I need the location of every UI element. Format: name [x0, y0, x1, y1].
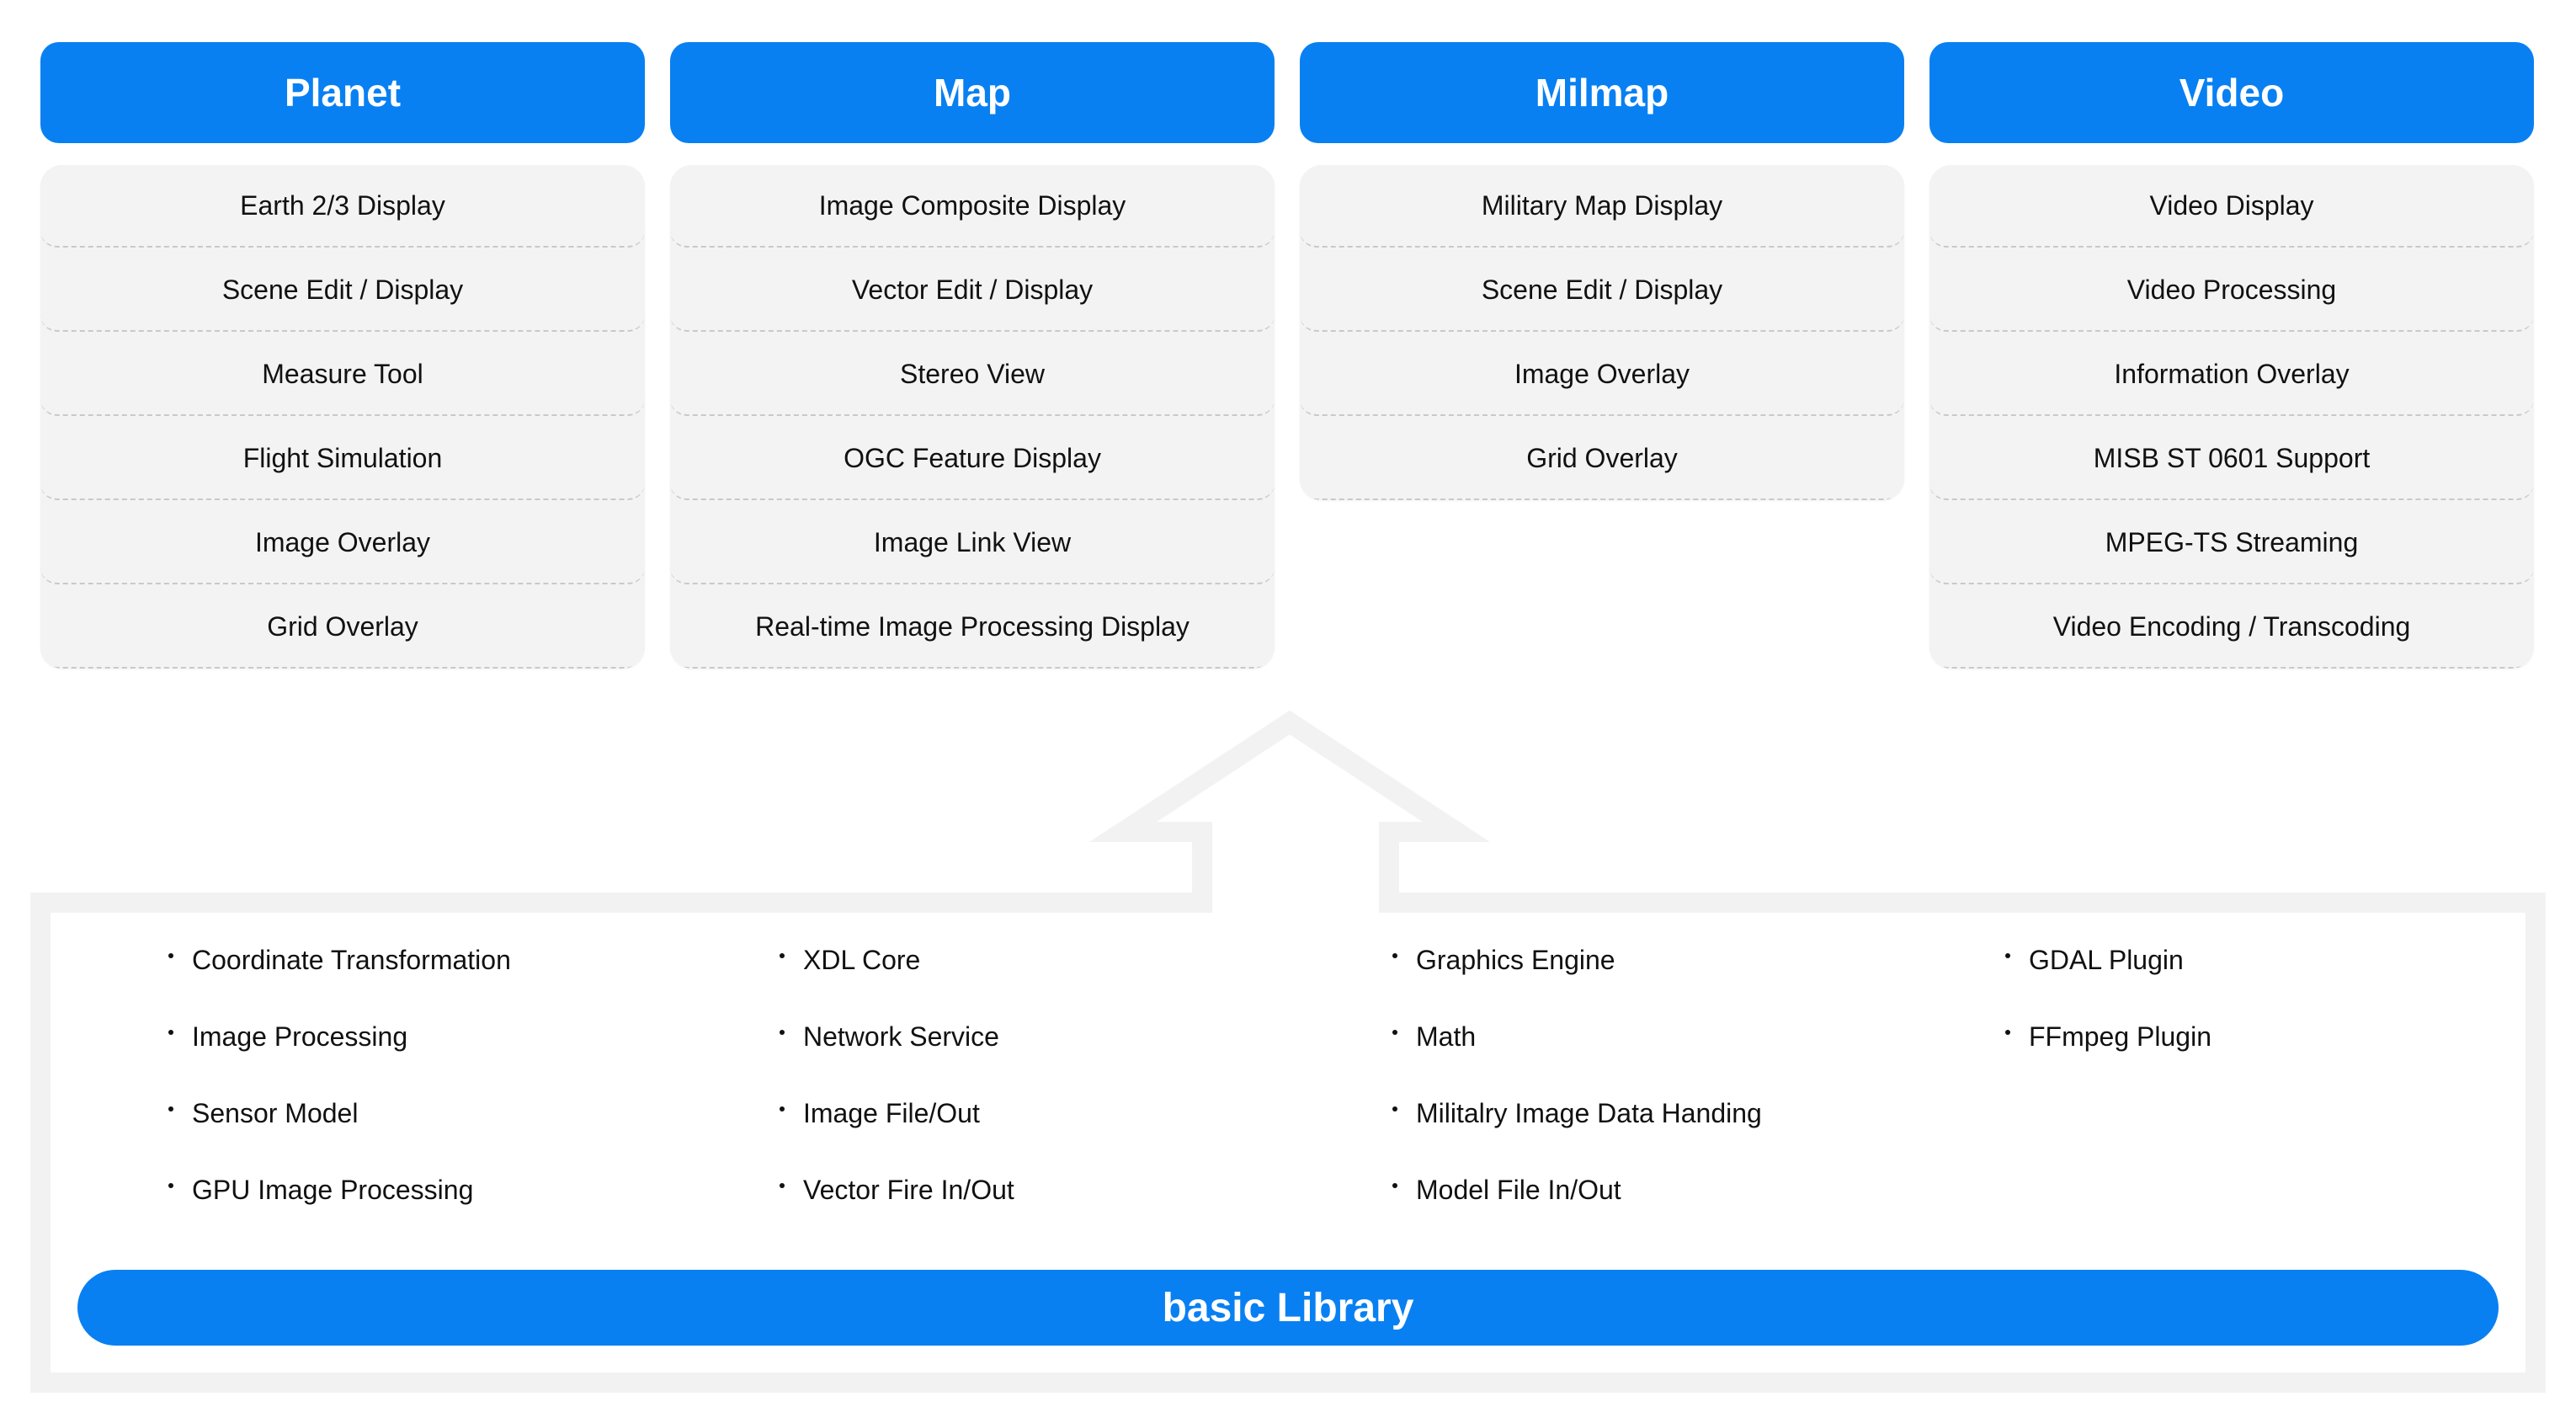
module-milmap: Milmap Military Map Display Scene Edit /…: [1300, 42, 1904, 500]
feature-item: Video Encoding / Transcoding: [1929, 586, 2534, 669]
module-planet: Planet Earth 2/3 Display Scene Edit / Di…: [40, 42, 645, 669]
feature-item: Earth 2/3 Display: [40, 165, 645, 248]
feature-list: Video Display Video Processing Informati…: [1929, 165, 2534, 669]
basic-library-bar: basic Library: [77, 1270, 2499, 1346]
feature-item: Image Composite Display: [670, 165, 1275, 248]
feature-item: Scene Edit / Display: [40, 249, 645, 332]
feature-item: Grid Overlay: [40, 586, 645, 669]
module-title: Planet: [40, 42, 645, 143]
bullet-icon: [168, 1030, 173, 1035]
feature-item: Scene Edit / Display: [1300, 249, 1904, 332]
module-video: Video Video Display Video Processing Inf…: [1929, 42, 2534, 669]
feature-item: Measure Tool: [40, 333, 645, 416]
module-title: Map: [670, 42, 1275, 143]
bullet-icon: [1392, 1106, 1397, 1111]
library-item: Math: [1392, 1020, 1762, 1096]
feature-item: Video Display: [1929, 165, 2534, 248]
feature-item: Video Processing: [1929, 249, 2534, 332]
module-title: Milmap: [1300, 42, 1904, 143]
library-item: Sensor Model: [168, 1096, 511, 1173]
library-list-1: Coordinate Transformation Image Processi…: [168, 943, 511, 1250]
bullet-icon: [780, 1106, 785, 1111]
bullet-icon: [168, 1183, 173, 1188]
feature-item: Grid Overlay: [1300, 418, 1904, 500]
library-item: FFmpeg Plugin: [2005, 1020, 2211, 1096]
feature-list: Image Composite Display Vector Edit / Di…: [670, 165, 1275, 669]
library-item: XDL Core: [780, 943, 1014, 1020]
feature-item: OGC Feature Display: [670, 418, 1275, 500]
library-list-2: XDL Core Network Service Image File/Out …: [780, 943, 1014, 1250]
feature-item: Image Overlay: [40, 502, 645, 584]
library-item: Coordinate Transformation: [168, 943, 511, 1020]
library-item: Militalry Image Data Handing: [1392, 1096, 1762, 1173]
library-item: GPU Image Processing: [168, 1173, 511, 1250]
feature-item: Stereo View: [670, 333, 1275, 416]
bullet-icon: [1392, 1183, 1397, 1188]
library-item: Image File/Out: [780, 1096, 1014, 1173]
bullet-icon: [168, 953, 173, 958]
feature-item: MPEG-TS Streaming: [1929, 502, 2534, 584]
library-list-3: Graphics Engine Math Militalry Image Dat…: [1392, 943, 1762, 1250]
feature-list: Earth 2/3 Display Scene Edit / Display M…: [40, 165, 645, 669]
feature-list: Military Map Display Scene Edit / Displa…: [1300, 165, 1904, 500]
bullet-icon: [1392, 1030, 1397, 1035]
library-item: Network Service: [780, 1020, 1014, 1096]
feature-item: Real-time Image Processing Display: [670, 586, 1275, 669]
feature-item: Military Map Display: [1300, 165, 1904, 248]
library-list-4: GDAL Plugin FFmpeg Plugin: [2005, 943, 2211, 1096]
module-map: Map Image Composite Display Vector Edit …: [670, 42, 1275, 669]
feature-item: Vector Edit / Display: [670, 249, 1275, 332]
feature-item: Image Link View: [670, 502, 1275, 584]
feature-item: MISB ST 0601 Support: [1929, 418, 2534, 500]
module-title: Video: [1929, 42, 2534, 143]
up-arrow-outline: [30, 710, 2546, 1393]
feature-item: Image Overlay: [1300, 333, 1904, 416]
feature-item: Information Overlay: [1929, 333, 2534, 416]
bullet-icon: [780, 1030, 785, 1035]
feature-item: Flight Simulation: [40, 418, 645, 500]
bullet-icon: [2005, 1030, 2010, 1035]
bullet-icon: [2005, 953, 2010, 958]
bullet-icon: [1392, 953, 1397, 958]
library-item: Graphics Engine: [1392, 943, 1762, 1020]
library-item: Image Processing: [168, 1020, 511, 1096]
library-item: Vector Fire In/Out: [780, 1173, 1014, 1250]
bullet-icon: [780, 953, 785, 958]
library-item: GDAL Plugin: [2005, 943, 2211, 1020]
bullet-icon: [168, 1106, 173, 1111]
bullet-icon: [780, 1183, 785, 1188]
library-item: Model File In/Out: [1392, 1173, 1762, 1250]
